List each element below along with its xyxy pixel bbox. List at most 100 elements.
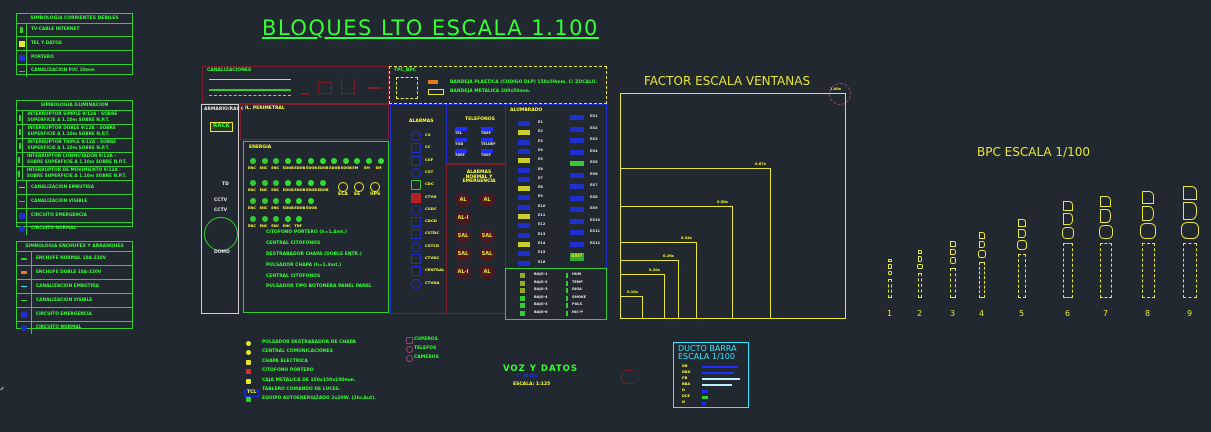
sensor-symbol bbox=[520, 310, 525, 316]
table-enchufes: SIMBOLOGIA ENCHUFES Y ARRANQUES ENCHUFE … bbox=[16, 241, 133, 334]
outlet-label: ENC bbox=[282, 224, 291, 228]
luminaire-label: E5 bbox=[538, 157, 543, 162]
table-row: CIRCUITO NORMAL bbox=[17, 322, 132, 334]
voz-datos-scale: ESCALA: 1:125 bbox=[513, 382, 551, 387]
phone-label: TDEF bbox=[455, 153, 466, 157]
table-row-label: INTERRUPTOR SIMPLE 9/12A - SOBRE SUPERFI… bbox=[27, 112, 118, 123]
legend-text: CENTRAL COMUNICACIONES bbox=[262, 349, 333, 355]
sensor-label: BAJO-6 bbox=[534, 309, 548, 314]
table-row: CANALIZACION EMBUTIDA bbox=[17, 280, 132, 294]
item-label: TD bbox=[222, 182, 229, 187]
icon-cell bbox=[17, 181, 27, 194]
tcl-tag: TCL bbox=[244, 390, 260, 397]
rack-symbol: RACK bbox=[210, 122, 233, 132]
bpc-number-label: 2 bbox=[917, 309, 923, 318]
tv-icon bbox=[20, 27, 23, 33]
table-row: CANALIZACION VISIBLE bbox=[17, 195, 132, 209]
legend-text: CITOFONO PORTERO bbox=[262, 368, 314, 374]
alarm-detector: AL bbox=[479, 265, 495, 279]
dashed-line-icon bbox=[18, 187, 25, 188]
cross-icon bbox=[368, 87, 382, 89]
alarm-symbol bbox=[411, 143, 421, 154]
legend-symbol bbox=[246, 341, 251, 346]
phone-symbol bbox=[481, 127, 493, 131]
alarm-label: CTVDC bbox=[425, 255, 440, 260]
bpc-top-shape bbox=[1100, 196, 1112, 208]
sensor-label: INC-P bbox=[572, 309, 583, 314]
panel-label: ALUMBRADO bbox=[510, 108, 543, 113]
luminaire-label: EX11 bbox=[590, 229, 600, 233]
luminaire-symbol bbox=[518, 195, 530, 201]
alarm-symbol bbox=[411, 254, 421, 264]
outlet-symbol bbox=[261, 198, 268, 204]
bpc-d-shape bbox=[1063, 213, 1073, 225]
luminaire-symbol bbox=[570, 207, 584, 212]
window-scale-label: 0.10x bbox=[627, 290, 638, 294]
circuit-symbol bbox=[406, 355, 413, 362]
icon-cell bbox=[17, 308, 32, 321]
outlet-symbol bbox=[308, 158, 314, 164]
luminaire-symbol bbox=[518, 241, 530, 247]
luminaire-symbol bbox=[518, 186, 530, 192]
outlet-label: ENC bbox=[259, 166, 268, 170]
panel-label: ALARMAS NORMAL Y EMERGENCIA bbox=[462, 170, 496, 184]
bpc-d-shape bbox=[1182, 202, 1197, 220]
outlet-symbol bbox=[273, 216, 280, 222]
bpc-d-shape bbox=[1018, 228, 1026, 239]
outlet-label: ENC bbox=[248, 166, 256, 170]
window-scale-label: 0.50x bbox=[717, 200, 728, 204]
alarm-detector: AL bbox=[455, 193, 471, 207]
bpc-number-label: 4 bbox=[979, 309, 985, 318]
bpc-top-shape bbox=[888, 258, 892, 263]
bpc-top-shape bbox=[950, 241, 956, 247]
bpc-number-label: 7 bbox=[1103, 309, 1109, 318]
bpc-octagon bbox=[1140, 223, 1156, 239]
alarm-symbol bbox=[411, 180, 421, 191]
luminaire-symbol bbox=[570, 172, 584, 178]
phone-label: TELDEF bbox=[481, 142, 496, 146]
luminaire-symbol bbox=[570, 126, 584, 132]
luminaire-symbol bbox=[518, 121, 530, 126]
voz-datos-title: VOZ Y DATOS bbox=[503, 364, 579, 374]
tpc-bpc-panel: TPC_BPC BANDEJA PLASTICA (CODIGO DLP) 15… bbox=[389, 66, 607, 104]
icon-cell bbox=[17, 125, 24, 138]
alarm-symbol bbox=[411, 229, 421, 240]
outlet-symbol bbox=[331, 158, 338, 164]
table-row-label: CIRCUITO EMERGENCIA bbox=[36, 311, 92, 317]
alarm-detector: AL-I bbox=[455, 211, 471, 225]
outlet-symbol bbox=[261, 180, 268, 186]
switch-icon bbox=[18, 128, 21, 135]
table-row-label: TV-CABLE INTERNET bbox=[31, 27, 80, 33]
table-row-label: CIRCUITO NORMAL bbox=[36, 325, 82, 331]
outlet-symbol bbox=[284, 180, 291, 186]
luminaire-label: E14 bbox=[538, 240, 546, 245]
phone-label: TEL bbox=[455, 131, 463, 135]
circuit-label: CUPEROS bbox=[414, 337, 438, 342]
table-row: INTERRUPTOR DOBLE 9/12A - SOBRE SUPERFIC… bbox=[17, 125, 132, 139]
luminaire-symbol bbox=[518, 158, 530, 164]
panel-label: ALARMAS bbox=[409, 119, 434, 124]
ducto-label: D bbox=[682, 388, 685, 392]
outlet-label: EDOB bbox=[306, 166, 317, 170]
luminaire-label: E10 bbox=[538, 203, 546, 208]
table-row: CIRCUITO EMERGENCIA bbox=[17, 209, 132, 223]
outlet-symbol bbox=[354, 158, 361, 164]
icon-cell bbox=[17, 51, 27, 64]
sensor-symbol bbox=[520, 295, 525, 301]
window-scale-label: 0.20x bbox=[649, 268, 660, 272]
window-scale-label: 0.67x bbox=[755, 162, 766, 166]
line-green bbox=[209, 89, 291, 91]
circuit-icon bbox=[21, 325, 27, 331]
sensor-label: PULS bbox=[572, 302, 583, 306]
alarm-symbol bbox=[411, 192, 421, 203]
tray-metal-icon bbox=[428, 89, 444, 95]
outlet-label: ENC bbox=[248, 224, 256, 228]
box-icon bbox=[318, 82, 332, 94]
alarm-label: CTVD bbox=[425, 193, 437, 199]
item-label: DOMO bbox=[214, 250, 230, 255]
bpc-octagon bbox=[1099, 225, 1113, 239]
outlet-symbol bbox=[296, 158, 303, 164]
